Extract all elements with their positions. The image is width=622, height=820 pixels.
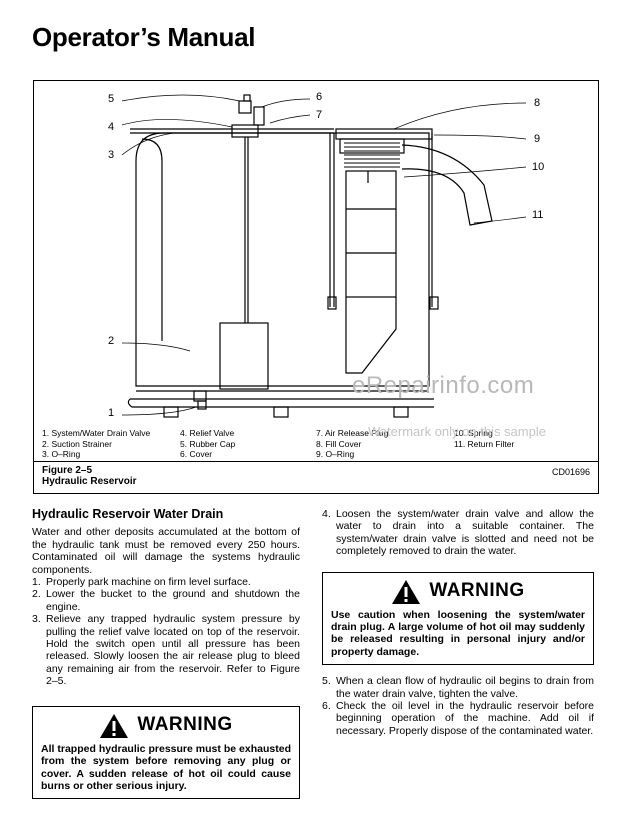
legend-item: 6. Cover	[180, 449, 213, 459]
callout-6: 6	[316, 91, 323, 103]
intro-paragraph: Water and other deposits accumulated at …	[32, 526, 300, 576]
legend-item: 10. Spring	[454, 428, 493, 438]
step-item: 3. Relieve any trapped hydraulic system …	[32, 613, 300, 687]
warning-icon	[100, 713, 129, 738]
callout-2: 2	[108, 335, 115, 347]
callout-10: 10	[532, 161, 545, 173]
step-number: 6.	[322, 700, 331, 713]
legend-column-2: 4. Relief Valve 5. Rubber Cap 6. Cover	[180, 428, 235, 460]
warning-label: WARNING	[429, 580, 525, 602]
legend-item: 9. O–Ring	[316, 449, 355, 459]
warning-header: WARNING	[331, 579, 585, 605]
step-text: Properly park machine on firm level surf…	[46, 576, 251, 589]
section-heading: Hydraulic Reservoir Water Drain	[32, 507, 224, 521]
step-item: 6. Check the oil level in the hydraulic …	[322, 700, 594, 737]
step-text: Relieve any trapped hydraulic system pre…	[46, 613, 300, 688]
step-number: 5.	[322, 675, 331, 688]
callout-8: 8	[534, 97, 541, 109]
watermark-main: eRepairinfo.com	[352, 372, 535, 399]
step-text: Check the oil level in the hydraulic res…	[336, 700, 594, 737]
step-number: 4.	[322, 508, 331, 520]
step-number: 1.	[32, 576, 41, 589]
legend-column-4: 10. Spring 11. Return Filter	[454, 428, 514, 449]
step-text: When a clean flow of hydraulic oil begin…	[336, 675, 594, 700]
right-column: 4. Loosen the system/water drain valve a…	[322, 508, 594, 737]
watermark-sub: Watermark only on this sample	[368, 424, 546, 439]
step-item: 2. Lower the bucket to the ground and sh…	[32, 588, 300, 613]
figure-caption: Figure 2–5 Hydraulic Reservoir CD01696	[34, 461, 598, 493]
callout-1: 1	[108, 407, 115, 419]
warning-text: Use caution when loosening the system/wa…	[331, 608, 585, 658]
legend-item: 1. System/Water Drain Valve	[42, 428, 151, 438]
warning-box-pressure: WARNING All trapped hydraulic pressure m…	[32, 705, 300, 800]
callout-9: 9	[534, 133, 541, 145]
legend-item: 4. Relief Valve	[180, 428, 235, 438]
callout-11: 11	[532, 209, 544, 221]
legend-item: 7. Air Release Plug	[316, 428, 389, 438]
callout-5: 5	[108, 93, 115, 105]
figure-code: CD01696	[551, 467, 590, 477]
figure-number: Figure 2–5	[42, 465, 93, 476]
warning-label: WARNING	[137, 714, 233, 736]
legend-item: 5. Rubber Cap	[180, 438, 236, 449]
warning-header: WARNING	[41, 713, 291, 739]
legend-item: 8. Fill Cover	[316, 438, 362, 449]
step-text: Lower the bucket to the ground and shutd…	[46, 588, 300, 613]
warning-text: All trapped hydraulic pressure must be e…	[41, 742, 291, 792]
step-number: 3.	[32, 613, 41, 626]
step-number: 2.	[32, 588, 41, 601]
step-item: 1. Properly park machine on firm level s…	[32, 576, 300, 588]
step-item: 5. When a clean flow of hydraulic oil be…	[322, 675, 594, 700]
page-title: Operator’s Manual	[32, 22, 256, 52]
callout-4: 4	[108, 121, 115, 133]
legend-item: 3. O–Ring	[42, 449, 81, 459]
step-text: Loosen the system/water drain valve and …	[336, 508, 594, 558]
callout-7: 7	[316, 109, 323, 121]
figure-title: Hydraulic Reservoir	[42, 476, 137, 487]
left-column: Hydraulic Reservoir Water Drain Water an…	[32, 507, 300, 800]
warning-icon	[392, 579, 421, 604]
legend-item: 2. Suction Strainer	[42, 438, 112, 449]
callout-3: 3	[108, 149, 115, 161]
figure-hydraulic-reservoir: 5 4 3 6 7 8 9 10 11 2 1 1. System/Water …	[33, 80, 599, 494]
legend-column-3: 7. Air Release Plug 8. Fill Cover 9. O–R…	[316, 428, 388, 460]
legend-item: 11. Return Filter	[454, 438, 515, 449]
legend-column-1: 1. System/Water Drain Valve 2. Suction S…	[42, 428, 150, 460]
warning-box-drain: WARNING Use caution when loosening the s…	[322, 571, 594, 666]
reservoir-diagram	[121, 94, 527, 418]
step-item: 4. Loosen the system/water drain valve a…	[322, 508, 594, 558]
